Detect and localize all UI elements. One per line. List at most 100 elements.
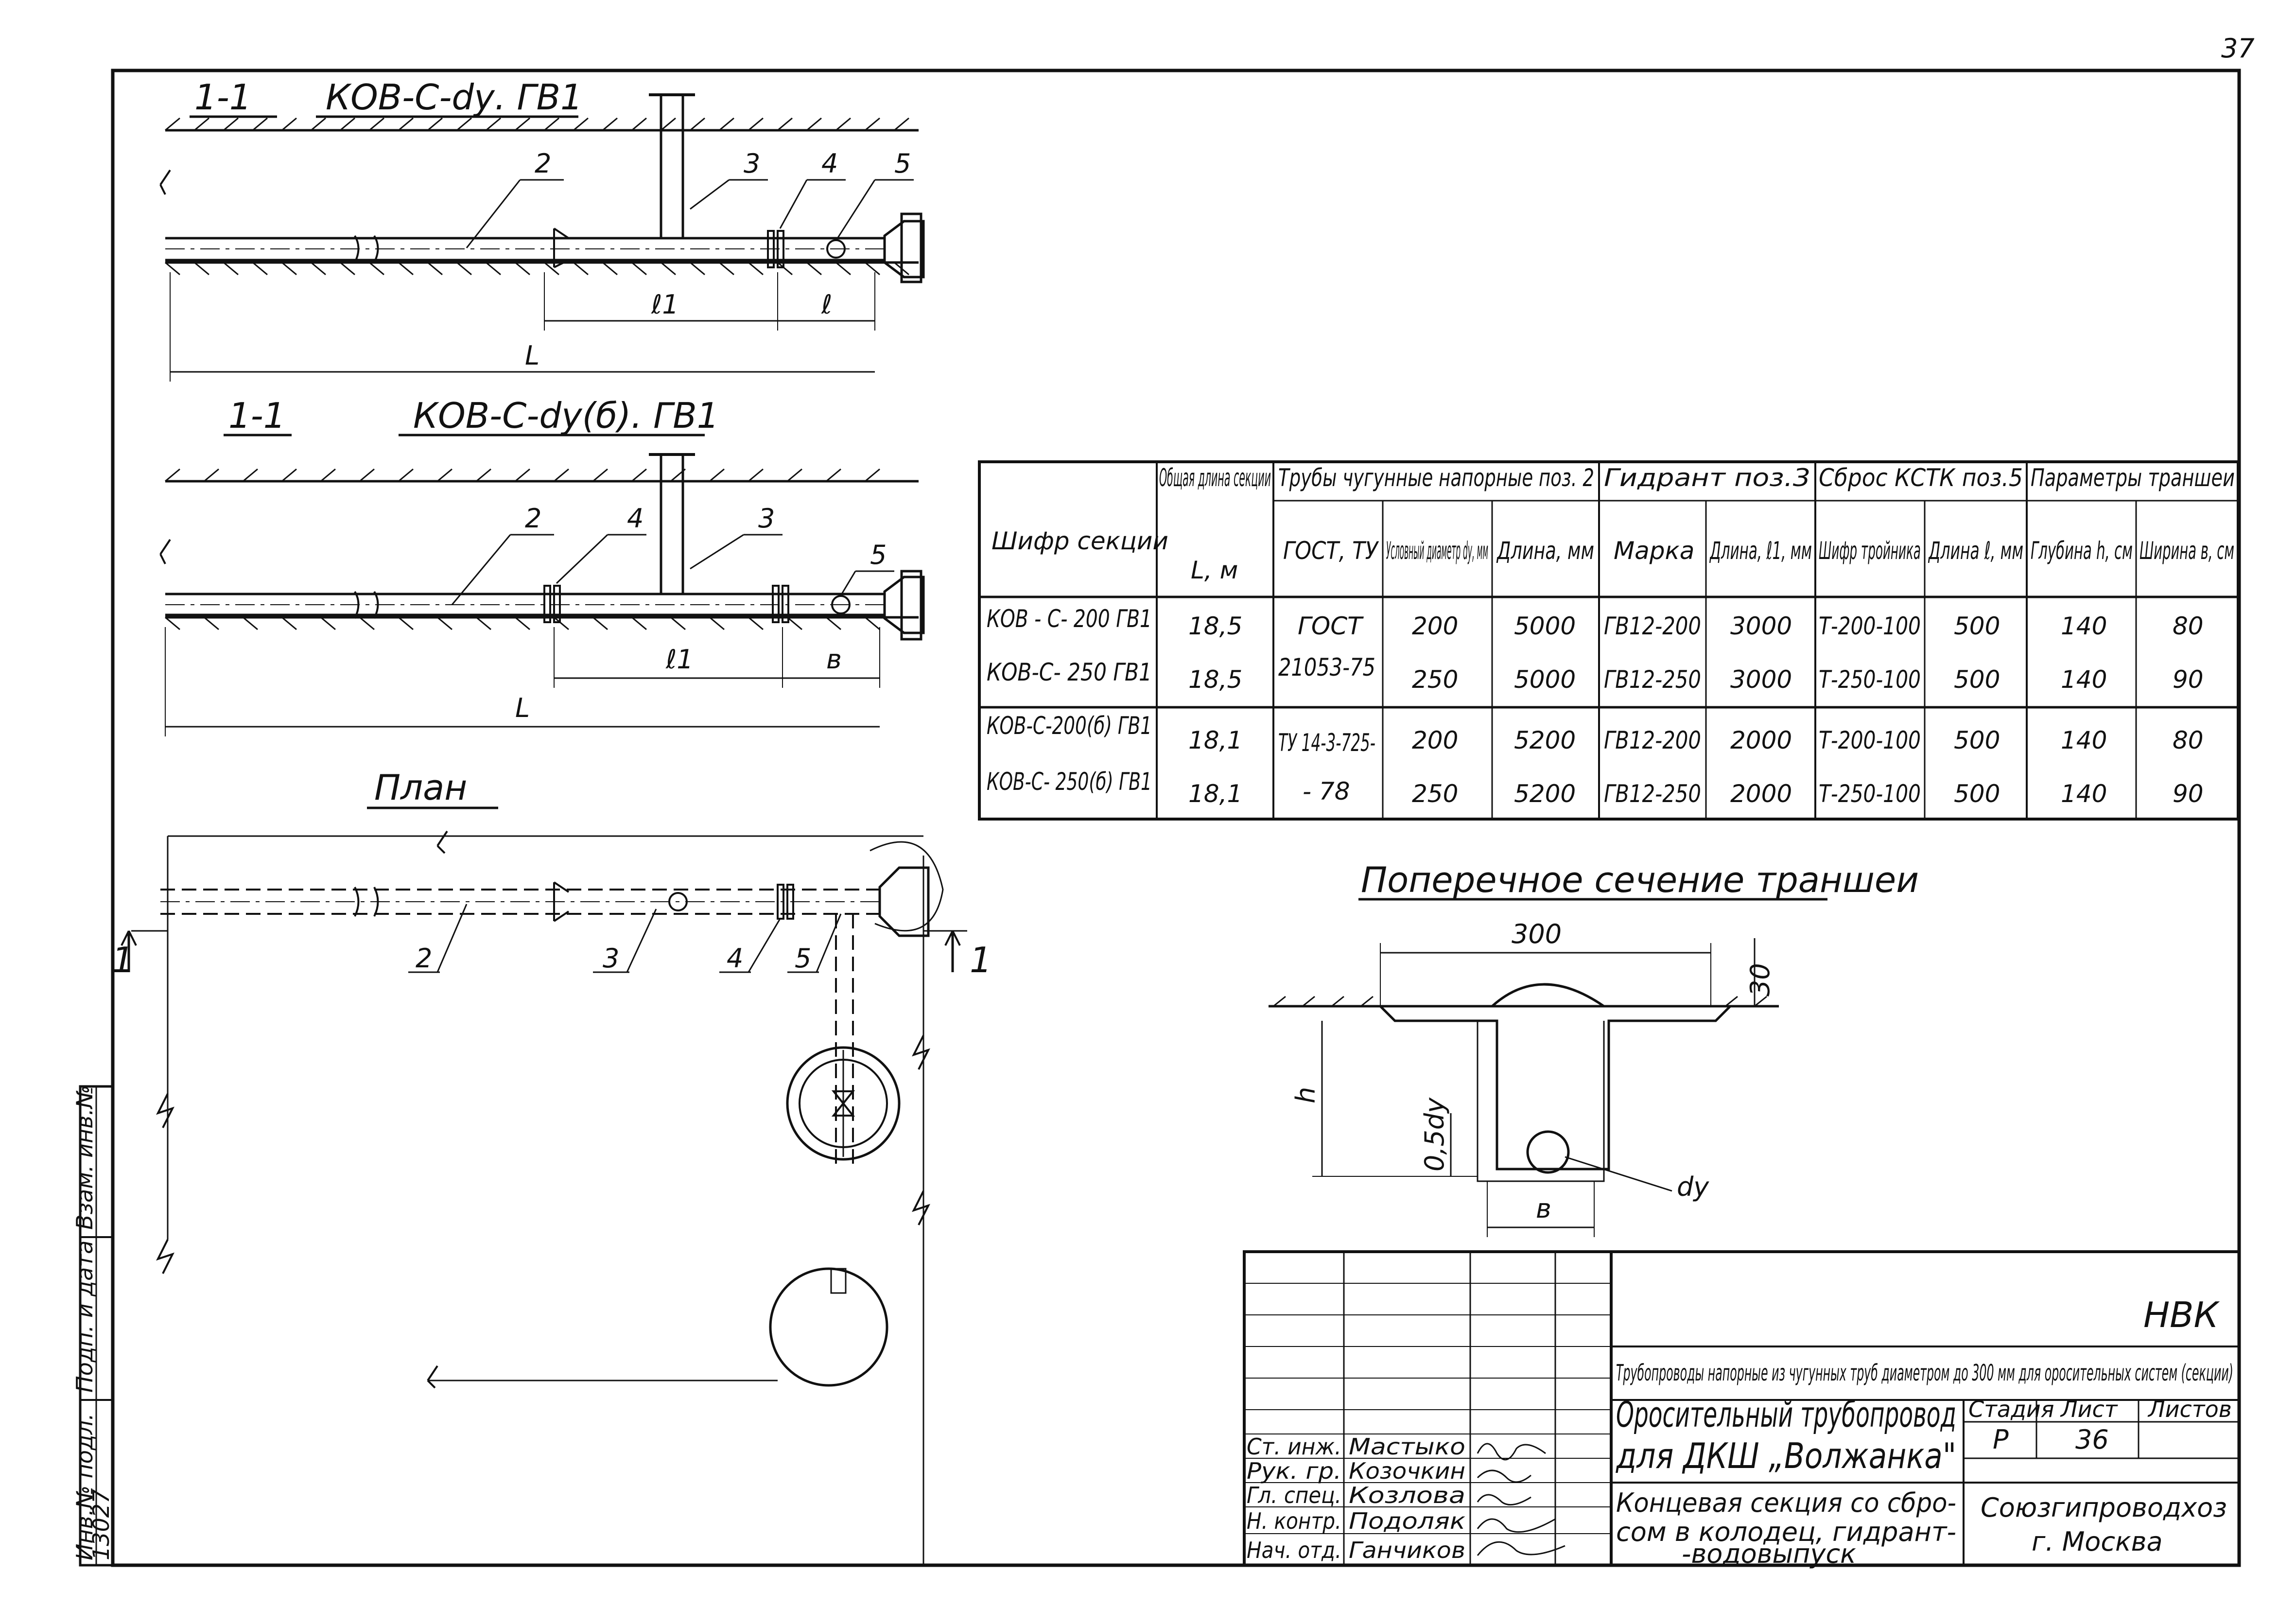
page-number: 37 bbox=[2221, 33, 2255, 64]
cell: 90 bbox=[2173, 665, 2204, 694]
dim-dy: dу bbox=[1677, 1171, 1709, 1202]
cell: Т-250-100 bbox=[1819, 780, 1921, 808]
table-row: КОВ-С-200(б) ГВ1 18,1 ТУ 14-3-725- 200 5… bbox=[987, 712, 2204, 757]
title-line2a: Оросительный трубопровод bbox=[1616, 1394, 1956, 1435]
title-block: НВК Трубопроводы напорные из чугунных тр… bbox=[1243, 1250, 2241, 1569]
cell: 500 bbox=[1954, 726, 2000, 754]
cell: ГВ12-250 bbox=[1604, 780, 1701, 808]
cell: 250 bbox=[1412, 665, 1458, 694]
side-stamp-inv: Инв.№ подл. bbox=[71, 1413, 98, 1560]
cell: 3000 bbox=[1730, 665, 1792, 694]
th-mark: Марка bbox=[1614, 537, 1694, 565]
title-line3c: -водовыпуск bbox=[1682, 1538, 1856, 1569]
cell: ГВ12-200 bbox=[1604, 726, 1701, 754]
spec-table: Шифр секции Общая длина секции L, м Труб… bbox=[978, 460, 2240, 821]
cell: ГОСТ bbox=[1298, 612, 1364, 640]
cell: Т-200-100 bbox=[1819, 726, 1921, 754]
title-line3a: Концевая секция со сбро- bbox=[1616, 1487, 1956, 1518]
th-diam: Условный диаметр dу, мм bbox=[1386, 537, 1488, 565]
cell: КОВ - С- 200 ГВ1 bbox=[987, 605, 1152, 633]
cell: 2000 bbox=[1730, 780, 1792, 808]
sheet-value: 36 bbox=[2075, 1424, 2109, 1455]
sheet-label: Лист bbox=[2060, 1396, 2118, 1422]
th-plen: Длина, мм bbox=[1496, 537, 1594, 565]
role: Ст. инж. bbox=[1247, 1433, 1341, 1460]
th-cipher: Шифр секции bbox=[991, 527, 1168, 555]
dim-l-mid: в bbox=[826, 644, 842, 675]
table-row: КОВ - С- 200 ГВ1 18,5 ГОСТ 200 5000 ГВ12… bbox=[987, 605, 2204, 640]
section-top: 1-1 КОВ-С-dу. ГВ1 2 3 4 bbox=[159, 77, 925, 382]
cell: 90 bbox=[2173, 780, 2204, 808]
callout-2: 2 bbox=[535, 148, 551, 179]
cell: 5200 bbox=[1514, 780, 1576, 808]
trench-title: Поперечное сечение траншеи bbox=[1361, 859, 1919, 900]
cell: 200 bbox=[1412, 726, 1458, 754]
cell: 250 bbox=[1412, 780, 1458, 808]
title-line2b: для ДКШ „Волжанка" bbox=[1615, 1435, 1956, 1476]
callout-3: 3 bbox=[744, 148, 760, 179]
role: Рук. гр. bbox=[1247, 1458, 1341, 1484]
dim-L-top: L bbox=[525, 340, 539, 371]
th-depth: Глубина h, см bbox=[2031, 537, 2133, 565]
role: Нач. отд. bbox=[1247, 1537, 1341, 1563]
cell: КОВ-С-200(б) ГВ1 bbox=[987, 712, 1152, 740]
callout-5-plan: 5 bbox=[795, 943, 811, 974]
callout-4-mid: 4 bbox=[627, 503, 644, 534]
th-dlen: Длина ℓ, мм bbox=[1928, 537, 2023, 565]
plan-title: План bbox=[374, 767, 467, 808]
cell: 18,5 bbox=[1188, 665, 1242, 694]
callout-4-plan: 4 bbox=[727, 943, 743, 974]
section-mid-code: КОВ-С-dу(б). ГВ1 bbox=[413, 395, 719, 436]
cell: 3000 bbox=[1730, 612, 1792, 640]
title-line1: Трубопроводы напорные из чугунных труб д… bbox=[1616, 1360, 2233, 1386]
cell: КОВ-С- 250 ГВ1 bbox=[987, 658, 1152, 686]
person: Козочкин bbox=[1349, 1458, 1465, 1484]
stage-value: Р bbox=[1993, 1424, 2009, 1455]
cell: 140 bbox=[2061, 780, 2107, 808]
callout-5: 5 bbox=[894, 148, 911, 179]
dim-300: 300 bbox=[1512, 919, 1562, 949]
cell: - 78 bbox=[1303, 777, 1350, 805]
person: Ганчиков bbox=[1349, 1537, 1465, 1563]
th-tee: Шифр тройника bbox=[1819, 537, 1921, 565]
cell: ГВ12-250 bbox=[1604, 665, 1701, 694]
th-hydrant: Гидрант поз.3 bbox=[1604, 464, 1810, 492]
role: Гл. спец. bbox=[1247, 1482, 1341, 1508]
th-pipes: Трубы чугунные напорные поз. 2 bbox=[1278, 464, 1594, 492]
th-hlen: Длина, ℓ1, мм bbox=[1709, 537, 1812, 565]
cell: 500 bbox=[1954, 780, 2000, 808]
person: Подоляк bbox=[1349, 1508, 1465, 1534]
plan-view: План 1 1 bbox=[112, 767, 992, 1565]
cell: Т-250-100 bbox=[1819, 665, 1921, 694]
cell: ГВ12-200 bbox=[1604, 612, 1701, 640]
callout-3-plan: 3 bbox=[603, 943, 619, 974]
person: Мастыко bbox=[1349, 1433, 1465, 1460]
dim-l1-mid: ℓ1 bbox=[665, 644, 694, 675]
cell: 140 bbox=[2061, 726, 2107, 754]
cell: ТУ 14-3-725- bbox=[1278, 729, 1375, 757]
table-row: КОВ-С- 250 ГВ1 18,5 21053-75 250 5000 ГВ… bbox=[987, 653, 2204, 694]
callout-3-mid: 3 bbox=[758, 503, 775, 534]
dim-30: 30 bbox=[1745, 963, 1775, 996]
cell: 5000 bbox=[1514, 612, 1576, 640]
cell: 140 bbox=[2061, 665, 2107, 694]
side-stamp: Взам. инв.№ Подп. и дата Инв.№ подл. 130… bbox=[71, 1085, 114, 1567]
side-stamp-repl: Взам. инв.№ bbox=[71, 1085, 98, 1230]
cell: Т-200-100 bbox=[1819, 612, 1921, 640]
stage-label: Стадия bbox=[1968, 1396, 2054, 1422]
cut-mark-right: 1 bbox=[970, 940, 992, 980]
cut-mark-left: 1 bbox=[112, 940, 134, 980]
cell: 140 bbox=[2061, 612, 2107, 640]
doc-code: НВК bbox=[2143, 1294, 2220, 1335]
cell: 5200 bbox=[1514, 726, 1576, 754]
th-drop: Сброс КСТК поз.5 bbox=[1819, 464, 2023, 492]
role: Н. контр. bbox=[1247, 1508, 1341, 1534]
th-width: Ширина в, см bbox=[2139, 537, 2234, 565]
side-stamp-number: 13027 bbox=[88, 1489, 114, 1560]
org-city: г. Москва bbox=[2032, 1526, 2163, 1557]
cell: 18,5 bbox=[1188, 612, 1242, 640]
cell: 21053-75 bbox=[1278, 653, 1375, 682]
cell: КОВ-С- 250(б) ГВ1 bbox=[987, 768, 1152, 796]
side-stamp-sign: Подп. и дата bbox=[71, 1241, 98, 1393]
cell: 80 bbox=[2173, 726, 2204, 754]
